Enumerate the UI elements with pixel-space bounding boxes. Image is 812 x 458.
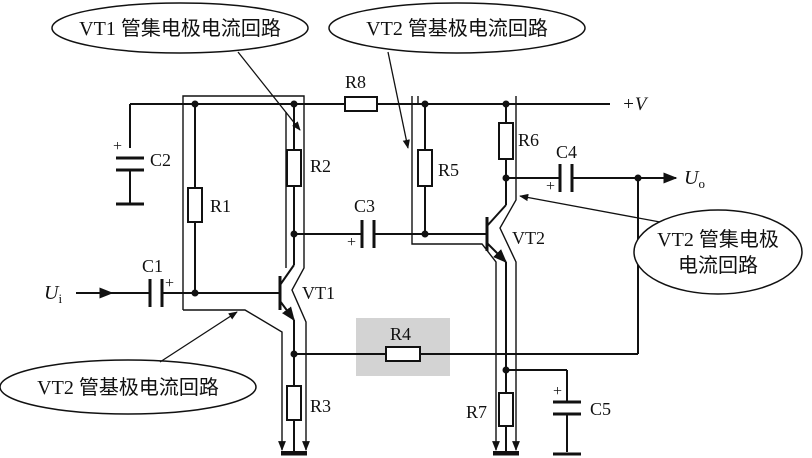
callout-vt1-collector-text: VT1 管集电极电流回路 (79, 17, 281, 40)
input-label: Ui (44, 282, 62, 306)
r1-label: R1 (210, 196, 231, 216)
callout-vt1-collector (51, 2, 309, 54)
vt1-label: VT1 (302, 283, 335, 303)
r6-label: R6 (518, 130, 539, 150)
r8-label: R8 (345, 72, 366, 92)
c2-plus: + (113, 138, 122, 155)
callout-vt2-collector-text-line1: VT2 管集电极 (657, 228, 779, 251)
callout-vt2-collector (633, 209, 803, 295)
r8-resistor (344, 96, 378, 112)
c5-capacitor (553, 400, 581, 416)
junctions (191, 100, 642, 374)
c1-plus: + (165, 275, 174, 292)
r4-label: R4 (390, 324, 411, 344)
r4-resistor (385, 346, 421, 362)
output-label: Uo (684, 167, 705, 191)
r5-resistor (417, 149, 433, 187)
c3-label: C3 (354, 196, 375, 216)
c2-label: C2 (150, 150, 171, 170)
vt2-collector-loop (499, 96, 520, 451)
current-loop-paths (182, 95, 520, 451)
r3-label: R3 (310, 396, 331, 416)
c3-plus: + (347, 234, 356, 251)
callout-leaders (159, 51, 661, 363)
r5-label: R5 (438, 160, 459, 180)
vt2-transistor (485, 204, 507, 263)
callout-vt2-collector-text-line2: 电流回路 (678, 254, 758, 277)
r2-label: R2 (310, 156, 331, 176)
callout-vt2-base-top-text: VT2 管基极电流回路 (366, 17, 548, 40)
r3-resistor (286, 385, 302, 421)
c4-plus: + (546, 178, 555, 195)
callout-vt2-base-bottom (0, 359, 257, 415)
vt1-transistor (278, 264, 295, 322)
supply-label: +V (622, 94, 649, 115)
ground-bars (116, 202, 581, 456)
r1-resistor (187, 187, 203, 223)
r7-resistor (498, 392, 514, 427)
callout-vt2-base-top (328, 2, 586, 54)
c4-capacitor (558, 164, 574, 192)
c1-label: C1 (142, 256, 163, 276)
vt2-base-loop (411, 96, 500, 451)
vt2-label: VT2 (512, 228, 545, 248)
c1-capacitor (148, 279, 164, 307)
wires (76, 103, 678, 453)
callout-vt2-base-bottom-text: VT2 管基极电流回路 (37, 376, 219, 399)
polarity-marks: + + + + + (113, 138, 562, 400)
resistors (187, 96, 514, 427)
callouts (0, 2, 803, 415)
vt1-collector-loop (182, 95, 310, 451)
c4-label: C4 (556, 142, 577, 162)
c5-plus: + (553, 383, 562, 400)
c3-capacitor (360, 220, 376, 248)
component-labels: R8 R1 R2 R5 R6 R4 R3 R7 C2 C1 C3 C4 C5 V… (142, 72, 611, 422)
r6-resistor (498, 122, 514, 160)
r7-label: R7 (466, 402, 487, 422)
vt1-base-loop (183, 309, 286, 451)
c5-label: C5 (590, 399, 611, 419)
r2-resistor (286, 149, 302, 187)
